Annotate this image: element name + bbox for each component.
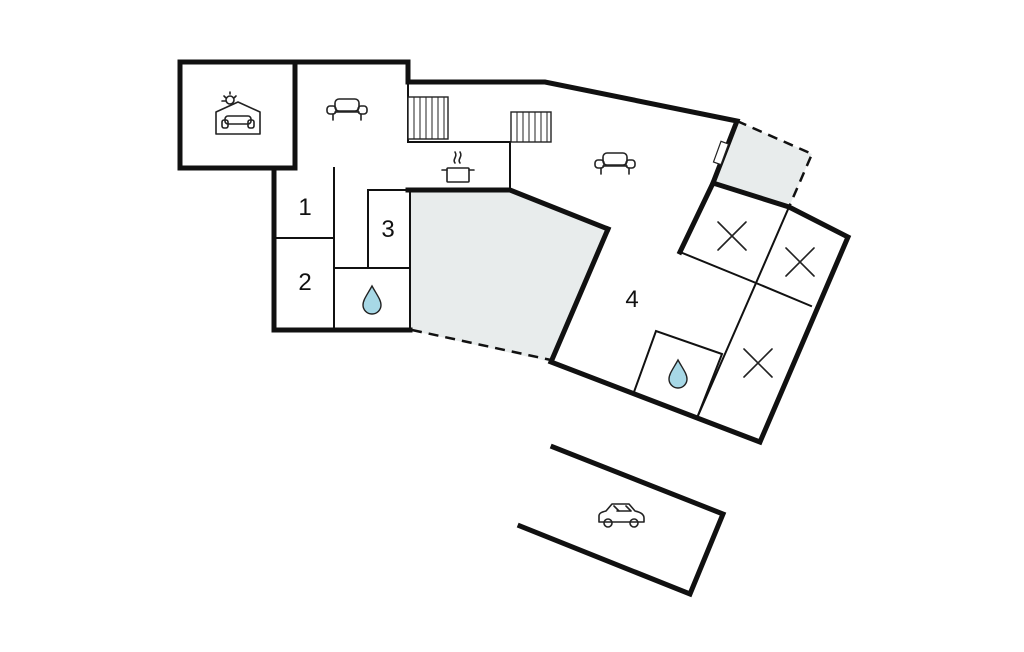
storage-walls (678, 205, 813, 420)
x-mark-icon (743, 348, 773, 378)
garage-walls (516, 443, 727, 598)
left-outer-wall (271, 165, 413, 333)
room-number-4: 4 (625, 286, 638, 313)
bathroom-2-walls (632, 329, 724, 420)
stairs-right-icon (510, 111, 552, 143)
terrace-right (713, 121, 812, 207)
terrace-center (410, 190, 608, 362)
sofa-sun-icon (215, 91, 261, 135)
terrace-dashed-edge (411, 328, 552, 362)
bedroom-1-walls (273, 167, 335, 331)
water-drop-icon (362, 284, 382, 315)
living-room-walls (292, 59, 411, 85)
winter-garden-room (177, 59, 298, 171)
x-mark-icon (785, 247, 815, 277)
car-icon (598, 503, 645, 528)
kitchen-wall-thick (405, 187, 612, 233)
sofa-icon (594, 152, 636, 175)
right-block-outer (547, 179, 852, 446)
stairs-left-icon (407, 96, 449, 140)
x-mark-icon (717, 221, 747, 251)
window-mark (712, 140, 730, 166)
terrace-dashed-edge (736, 119, 814, 208)
room-number-3: 3 (381, 216, 394, 243)
cooking-pot-icon (441, 151, 475, 183)
room-number-2: 2 (298, 269, 311, 296)
water-drop-icon (668, 358, 688, 389)
sofa-icon (326, 98, 368, 121)
room-number-1: 1 (298, 194, 311, 221)
